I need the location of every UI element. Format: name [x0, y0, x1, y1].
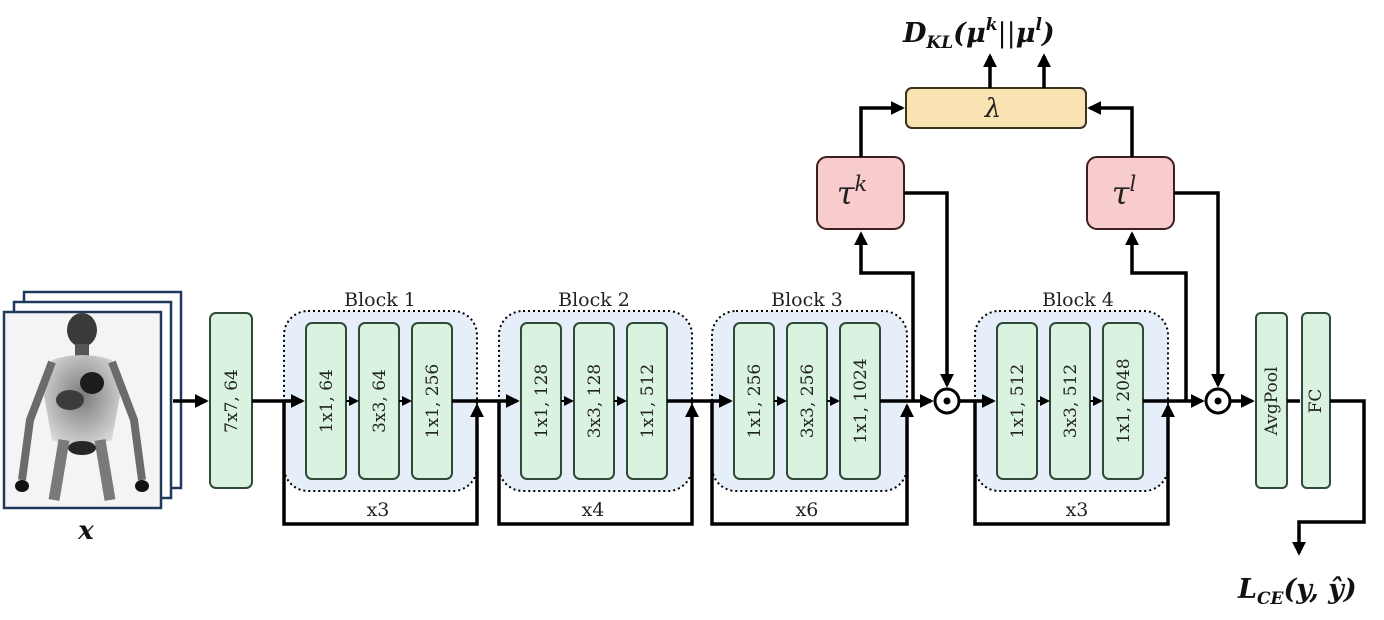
tau-l-box: τl	[1086, 156, 1175, 230]
avgpool-label: AvgPool	[1262, 367, 1282, 437]
ce-loss-label: LCE(y, ŷ)	[1237, 574, 1357, 609]
input-label: x	[77, 516, 94, 546]
block-3-layer-1-label: 1x1, 256	[745, 364, 765, 438]
block-2-title: Block 2	[558, 289, 630, 311]
block-1-layer-2-label: 3x3, 64	[370, 369, 390, 433]
ce-args: (y, ŷ)	[1283, 574, 1356, 605]
multiply-node-2	[1204, 387, 1232, 415]
block-2-layer-1-label: 1x1, 128	[532, 364, 552, 438]
stem-conv-label: 7x7, 64	[222, 369, 242, 433]
block-1-repeat: x3	[367, 499, 390, 521]
lambda-symbol: λ	[984, 94, 1001, 124]
fc-box: FC	[1301, 312, 1331, 489]
kl-mu-2: μ	[1016, 18, 1036, 49]
kl-sub: KL	[925, 33, 953, 53]
fc-label: FC	[1306, 389, 1326, 414]
stem-conv-box: 7x7, 64	[209, 312, 253, 489]
block-3-title: Block 3	[771, 289, 843, 311]
input-image-stack: x	[2, 290, 183, 546]
attention-wires	[854, 53, 1225, 401]
tau-k-superscript: k	[854, 172, 867, 196]
block-2: Block 2 1x1, 128 3x3, 128 1x1, 512 x4	[498, 289, 693, 521]
block-4-repeat: x3	[1066, 499, 1089, 521]
kl-l: l	[1035, 15, 1042, 35]
lambda-box: λ	[905, 87, 1087, 129]
tau-k-symbol: τ	[837, 174, 856, 212]
block-4-layer-2-label: 3x3, 512	[1061, 364, 1081, 438]
block-2-repeat: x4	[582, 499, 605, 521]
block-1-title: Block 1	[344, 289, 416, 311]
body-scan-image	[15, 313, 149, 501]
kl-main: D	[902, 18, 927, 49]
block-1-layer-3-label: 1x1, 256	[423, 364, 443, 438]
block-3-layer-2-label: 3x3, 256	[798, 364, 818, 438]
block-4: Block 4 1x1, 512 3x3, 512 1x1, 2048 x3	[974, 289, 1169, 521]
output-wire	[1292, 399, 1366, 556]
tau-k-box: τk	[816, 156, 905, 230]
kl-sep: ||	[997, 18, 1015, 49]
tau-l-superscript: l	[1129, 172, 1136, 196]
block-4-layer-3-label: 1x1, 2048	[1114, 358, 1134, 443]
kl-loss-label: DKL(μk||μl)	[902, 15, 1055, 53]
skip-connections	[282, 401, 1175, 526]
block-1-layer-1-label: 1x1, 64	[317, 369, 337, 433]
multiply-node-1	[933, 387, 961, 415]
block-2-layer-2-label: 3x3, 128	[585, 364, 605, 438]
block-4-title: Block 4	[1042, 289, 1114, 311]
kl-k: k	[986, 15, 998, 35]
tau-l-symbol: τ	[1112, 174, 1131, 212]
block-3-layer-3-label: 1x1, 1024	[851, 358, 871, 443]
svg-text:τk: τk	[837, 172, 867, 212]
block-4-layer-1-label: 1x1, 512	[1008, 364, 1028, 438]
ce-sub: CE	[1257, 589, 1285, 609]
svg-text:τl: τl	[1112, 172, 1136, 212]
ce-main: L	[1237, 574, 1257, 605]
block-3: Block 3 1x1, 256 3x3, 256 1x1, 1024 x6	[711, 289, 908, 521]
block-2-layer-3-label: 1x1, 512	[638, 364, 658, 438]
block-3-repeat: x6	[796, 499, 819, 521]
kl-mu-1: μ	[966, 18, 986, 49]
block-1: Block 1 1x1, 64 3x3, 64 1x1, 256 x3	[283, 289, 478, 521]
avgpool-box: AvgPool	[1255, 312, 1288, 489]
